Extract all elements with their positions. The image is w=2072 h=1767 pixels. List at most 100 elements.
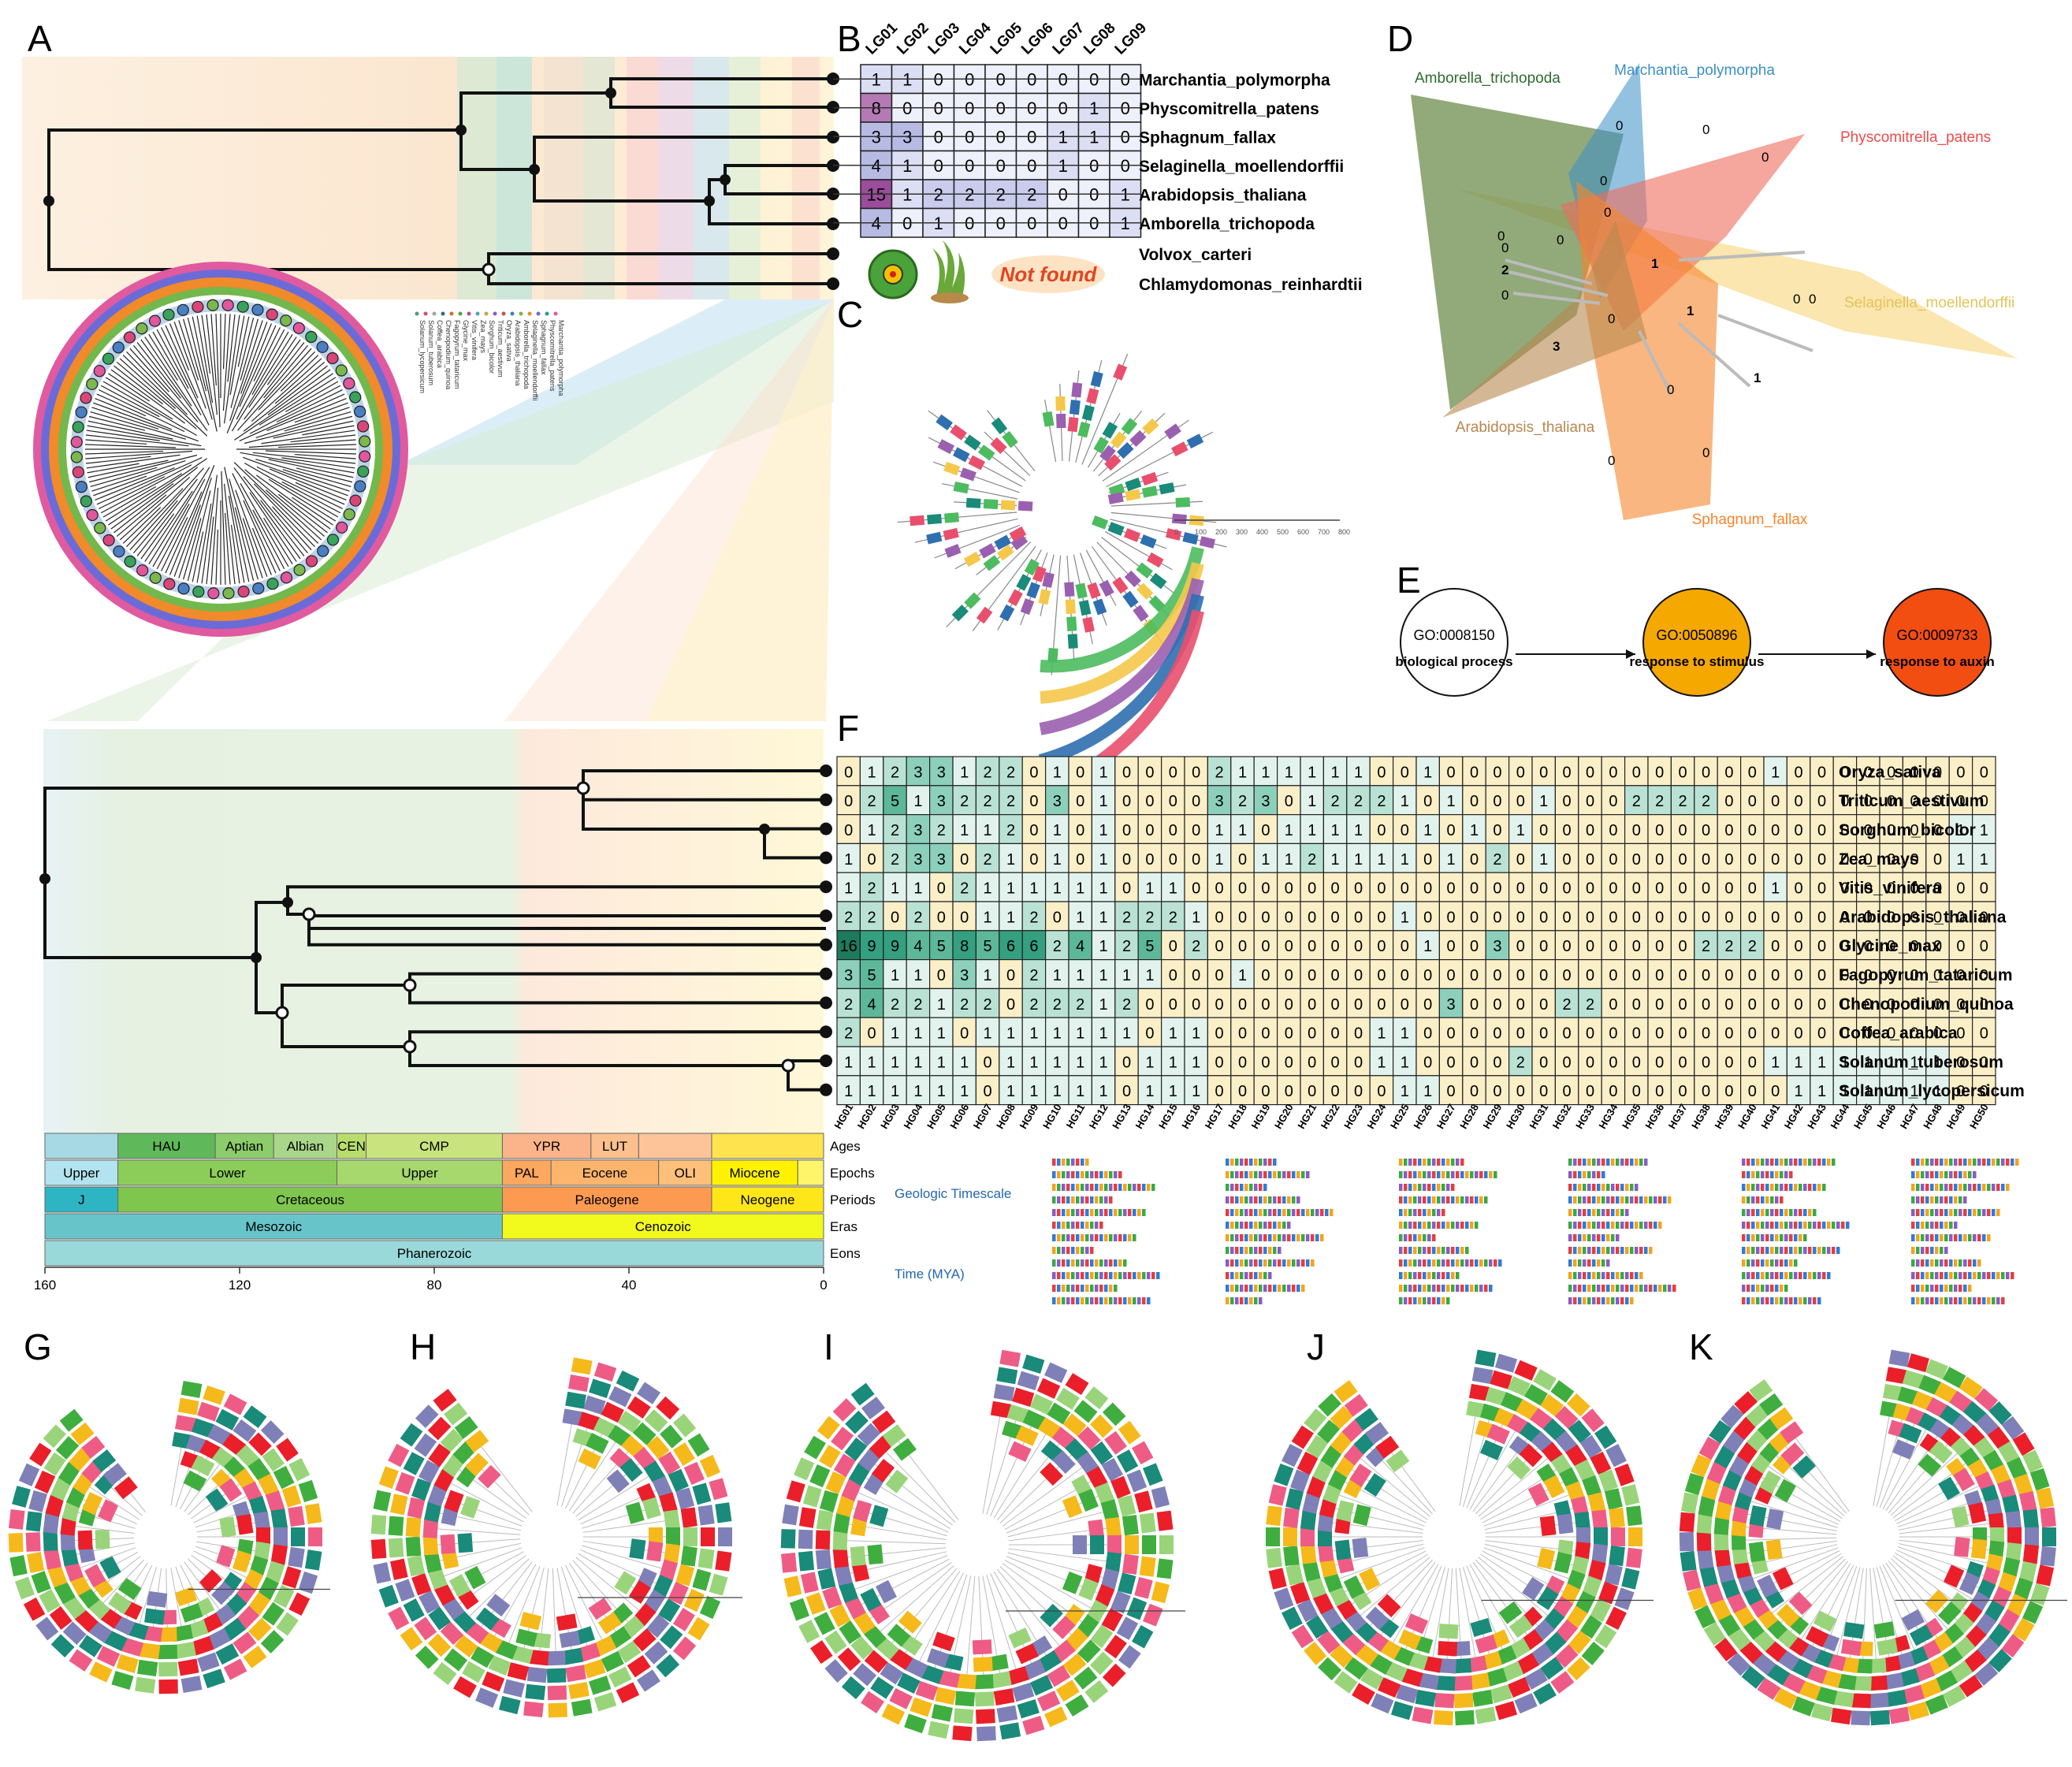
gk-block-0-8-4 bbox=[236, 1513, 254, 1535]
c-block-15-1 bbox=[1124, 528, 1141, 542]
f-value-4-19: 0 bbox=[1285, 880, 1293, 898]
f-value-2-18: 0 bbox=[1261, 822, 1270, 839]
f-cell-3-11 bbox=[1091, 843, 1116, 873]
gk-block-3-26-4 bbox=[1438, 1641, 1458, 1657]
f-value-6-47: 0 bbox=[1933, 938, 1942, 955]
c-scale-tick-5: 500 bbox=[1277, 528, 1289, 536]
ts-label-0-3: Albian bbox=[287, 1139, 324, 1154]
gk-block-4-13-1 bbox=[2025, 1527, 2039, 1546]
panel-a-circular-tree bbox=[33, 262, 408, 637]
f-cell-1-14 bbox=[1160, 785, 1185, 816]
gk-block-2-34-2 bbox=[817, 1568, 836, 1590]
f-value-5-18: 0 bbox=[1261, 909, 1270, 926]
c-block-23-2 bbox=[1065, 599, 1076, 615]
f-value-0-8: 0 bbox=[1029, 764, 1038, 781]
gk-block-0-31-0 bbox=[12, 1486, 31, 1508]
gk-block-2-24-1 bbox=[954, 1708, 974, 1724]
f-cell-1-20 bbox=[1300, 785, 1324, 816]
f-value-2-1: 1 bbox=[868, 822, 876, 839]
gk-block-2-14-0 bbox=[1142, 1603, 1163, 1627]
f-cell-0-37 bbox=[1694, 756, 1718, 787]
f-cell-3-27 bbox=[1462, 843, 1486, 873]
gk-block-4-29-5 bbox=[1843, 1622, 1865, 1639]
gk-block-3-13-0 bbox=[1626, 1547, 1642, 1568]
f-node-open-4 bbox=[403, 1040, 417, 1054]
gk-block-2-35-3 bbox=[832, 1547, 849, 1568]
f-value-4-43: 0 bbox=[1840, 880, 1849, 898]
c-block-29-1 bbox=[964, 592, 981, 609]
f-cell-6-0 bbox=[836, 930, 861, 961]
f-value-8-23: 0 bbox=[1377, 996, 1386, 1014]
f-value-2-47: 0 bbox=[1933, 822, 1942, 839]
f-value-4-49: 0 bbox=[1980, 880, 1988, 898]
f-value-2-35: 0 bbox=[1655, 822, 1664, 839]
f-value-4-15: 0 bbox=[1192, 880, 1200, 898]
f-value-11-32: 0 bbox=[1586, 1083, 1594, 1100]
gk-block-3-12-0 bbox=[1628, 1527, 1642, 1546]
gk-block-2-26-0 bbox=[904, 1713, 927, 1734]
legend-dot-16 bbox=[415, 311, 419, 316]
f-value-4-34: 0 bbox=[1632, 880, 1641, 898]
go-label-2: response to auxin bbox=[1880, 654, 1994, 669]
c-block-38-1 bbox=[952, 447, 970, 463]
gk-block-2-11-0 bbox=[1159, 1535, 1174, 1554]
gk-block-2-0-1 bbox=[996, 1367, 1018, 1385]
f-value-3-30: 1 bbox=[1539, 851, 1548, 869]
gk-block-2-20-0 bbox=[1044, 1706, 1068, 1728]
gk-block-1-11-0 bbox=[715, 1550, 732, 1572]
gk-block-0-30-0 bbox=[8, 1508, 25, 1530]
c-block-41-0 bbox=[991, 417, 1008, 435]
f-value-10-2: 1 bbox=[891, 1054, 899, 1071]
gk-block-2-11-1 bbox=[1142, 1535, 1156, 1554]
gk-block-0-7-0 bbox=[298, 1479, 318, 1503]
gk-block-0-11-1 bbox=[281, 1566, 302, 1589]
c-block-10-0 bbox=[1141, 471, 1159, 486]
f-value-10-30: 0 bbox=[1539, 1054, 1548, 1071]
f-value-8-27: 0 bbox=[1470, 996, 1479, 1014]
f-cell-3-38 bbox=[1717, 843, 1742, 873]
f-value-5-10: 1 bbox=[1076, 909, 1084, 926]
gk-block-1-23-1 bbox=[503, 1679, 525, 1698]
f-hg-header-26: HG27 bbox=[1434, 1102, 1458, 1131]
f-value-11-27: 0 bbox=[1470, 1083, 1479, 1100]
gk-block-1-8-5 bbox=[625, 1501, 645, 1524]
f-value-11-23: 0 bbox=[1377, 1083, 1386, 1100]
f-value-7-19: 0 bbox=[1285, 967, 1293, 984]
f-cell-4-17 bbox=[1230, 872, 1255, 902]
f-value-7-17: 1 bbox=[1238, 967, 1247, 984]
f-value-4-20: 0 bbox=[1308, 880, 1316, 898]
f-value-7-23: 0 bbox=[1377, 967, 1386, 984]
c-block-17-0 bbox=[1149, 572, 1167, 590]
f-value-3-32: 0 bbox=[1586, 851, 1594, 869]
legend-label-10: Vitis_vinifera bbox=[471, 320, 478, 360]
f-value-3-41: 0 bbox=[1795, 851, 1803, 869]
f-cell-1-26 bbox=[1438, 785, 1464, 816]
f-cell-4-34 bbox=[1624, 872, 1649, 902]
c-block-6-1 bbox=[1110, 431, 1127, 448]
f-value-1-37: 2 bbox=[1702, 793, 1710, 810]
lg-header-1: LG02 bbox=[894, 20, 932, 58]
f-hg-header-43: HG44 bbox=[1828, 1101, 1852, 1131]
f-value-7-28: 0 bbox=[1493, 967, 1501, 984]
f-cell-4-49 bbox=[1972, 872, 1996, 902]
f-cell-2-45 bbox=[1879, 813, 1903, 844]
f-value-9-27: 0 bbox=[1470, 1025, 1479, 1043]
f-cell-0-1 bbox=[859, 756, 884, 787]
gk-block-0-29-4 bbox=[77, 1530, 93, 1550]
c-block-18-2 bbox=[1124, 570, 1141, 588]
gk-block-1-11-5 bbox=[629, 1538, 646, 1560]
f-value-2-27: 1 bbox=[1470, 822, 1479, 839]
f-cell-2-21 bbox=[1322, 813, 1348, 844]
gk-block-1-21-0 bbox=[548, 1702, 567, 1718]
legend-dot-4 bbox=[519, 311, 523, 316]
f-value-0-19: 1 bbox=[1285, 764, 1293, 781]
f-value-1-4: 3 bbox=[937, 793, 946, 810]
gk-block-2-33-1 bbox=[805, 1592, 826, 1615]
f-value-2-44: 0 bbox=[1864, 822, 1873, 839]
gk-block-1-20-2 bbox=[565, 1665, 586, 1683]
gk-block-0-19-1 bbox=[158, 1661, 178, 1677]
gk-block-2-2-1 bbox=[1036, 1378, 1061, 1399]
f-value-10-28: 0 bbox=[1493, 1054, 1501, 1071]
gk-block-4-42-0 bbox=[1679, 1531, 1694, 1552]
gk-block-2-12-0 bbox=[1156, 1558, 1174, 1579]
